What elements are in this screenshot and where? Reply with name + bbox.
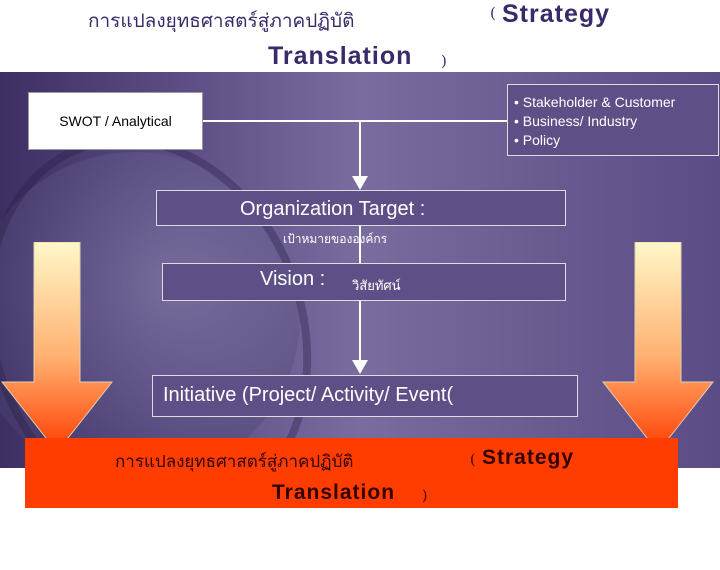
title-close-paren: ) (441, 52, 447, 70)
footer-open-paren: ( (470, 452, 476, 468)
initiative-label: Initiative (Project/ Activity/ Event( (163, 384, 454, 406)
swot-label: SWOT / Analytical (59, 113, 172, 129)
footer-strategy: Strategy (482, 446, 575, 469)
vision-thai: วิสัยทัศน์ (352, 279, 401, 294)
connector-vision-initiative (359, 301, 361, 363)
connector-org-vision (359, 226, 361, 263)
title-thai: การแปลงยุทธศาสตร์สู่ภาคปฏิบัติ (88, 10, 355, 32)
vision-box (162, 263, 566, 301)
title-open-paren: ( (490, 4, 496, 22)
vision-label: Vision : (260, 268, 326, 290)
stakeholder-item: • Stakeholder & Customer (514, 94, 676, 110)
swot-box: SWOT / Analytical (28, 92, 203, 150)
arrow-down-to-org-target (352, 176, 368, 190)
title-strategy: Strategy (502, 0, 611, 28)
initiative-box (152, 375, 578, 417)
title-translation: Translation (268, 42, 413, 70)
left-big-arrow (0, 242, 114, 453)
footer-translation: Translation (272, 481, 396, 504)
right-big-arrow (601, 242, 715, 453)
arrow-down-to-initiative (352, 360, 368, 374)
connector-stakeholder (360, 120, 507, 122)
organization-target-box (156, 190, 566, 226)
business-item: • Business/ Industry (514, 113, 638, 129)
title-area: การแปลงยุทธศาสตร์สู่ภาคปฏิบัติ ( Strateg… (0, 0, 720, 72)
organization-target-thai: เป้าหมายขององค์กร (283, 232, 388, 246)
footer-close-paren: ) (422, 488, 428, 504)
organization-target-label: Organization Target : (240, 198, 426, 220)
connector-vertical (359, 120, 361, 180)
stakeholder-box: • Stakeholder & Customer • Business/ Ind… (507, 84, 719, 156)
footer-red-band (25, 438, 678, 508)
connector-swot (203, 120, 360, 122)
policy-item: • Policy (514, 132, 561, 148)
footer-thai: การแปลงยุทธศาสตร์สู่ภาคปฏิบัติ (115, 452, 354, 472)
